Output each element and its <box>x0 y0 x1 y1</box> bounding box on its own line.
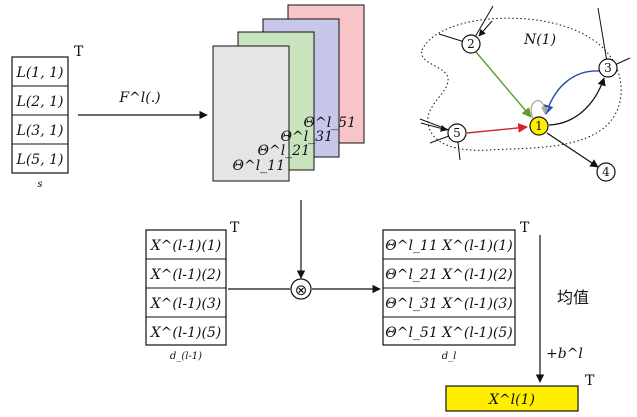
bias-label: +b^l <box>546 346 583 362</box>
weight-label-31: Θ^l_31 <box>281 129 334 145</box>
edge-1-4 <box>546 132 599 168</box>
weighted-row-2: Θ^l_21 X^(l-1)(2) <box>385 267 513 283</box>
input-caption: s <box>37 179 42 190</box>
weighted-row-4: Θ^l_51 X^(l-1)(5) <box>385 325 513 341</box>
input-row-1: L(1, 1) <box>16 65 64 81</box>
node-5: 5 <box>453 126 461 140</box>
weight-stack: Θ^l_51 Θ^l_31 Θ^l_21 Θ^l_11 <box>212 4 365 182</box>
node-1: 1 <box>535 119 543 133</box>
prev-transpose: T <box>230 220 240 236</box>
weight-label-51: Θ^l_51 <box>304 115 357 131</box>
edge-3-1 <box>543 70 600 115</box>
weight-label-11: Θ^l_11 <box>233 158 286 174</box>
mean-label: 均值 <box>557 288 589 307</box>
weight-label-21: Θ^l_21 <box>258 143 311 159</box>
input-row-2: L(2, 1) <box>16 94 64 110</box>
weighted-caption: d_l <box>442 351 457 362</box>
output-box: X^l(1) T <box>445 373 595 412</box>
input-vector: L(1, 1) L(2, 1) L(3, 1) L(5, 1) T s <box>11 44 84 190</box>
weighted-row-1: Θ^l_11 X^(l-1)(1) <box>385 238 513 254</box>
neighborhood-boundary <box>421 17 622 151</box>
weighted-row-3: Θ^l_31 X^(l-1)(3) <box>385 296 513 312</box>
input-row-4: L(5, 1) <box>16 152 64 168</box>
weighted-features: Θ^l_11 X^(l-1)(1) Θ^l_21 X^(l-1)(2) Θ^l_… <box>382 220 530 362</box>
edge-5-1 <box>466 123 528 134</box>
node-3: 3 <box>604 61 612 75</box>
output-transpose: T <box>585 373 595 389</box>
edge-1-3 <box>548 77 606 126</box>
prev-features: X^(l-1)(1) X^(l-1)(2) X^(l-1)(3) X^(l-1)… <box>145 220 240 362</box>
transform-label: F^l(.) <box>118 90 160 106</box>
neighborhood-label: N(1) <box>523 32 556 48</box>
input-transpose: T <box>74 44 84 60</box>
self-loop <box>530 100 549 119</box>
graph: N(1) 2 3 5 4 1 <box>419 5 631 182</box>
prev-row-1: X^(l-1)(1) <box>150 238 222 254</box>
prev-caption: d_(l-1) <box>170 351 202 362</box>
output-label: X^l(1) <box>488 392 535 408</box>
multiply-symbol: ⊗ <box>295 281 308 299</box>
prev-row-2: X^(l-1)(2) <box>150 267 222 283</box>
prev-row-4: X^(l-1)(5) <box>150 325 222 341</box>
edge-2-1 <box>475 51 532 118</box>
node-4: 4 <box>602 165 610 179</box>
weighted-transpose: T <box>520 220 530 236</box>
prev-row-3: X^(l-1)(3) <box>150 296 222 312</box>
input-row-3: L(3, 1) <box>16 123 64 139</box>
node-2: 2 <box>467 37 475 51</box>
weight-sheet-11 <box>212 45 290 182</box>
